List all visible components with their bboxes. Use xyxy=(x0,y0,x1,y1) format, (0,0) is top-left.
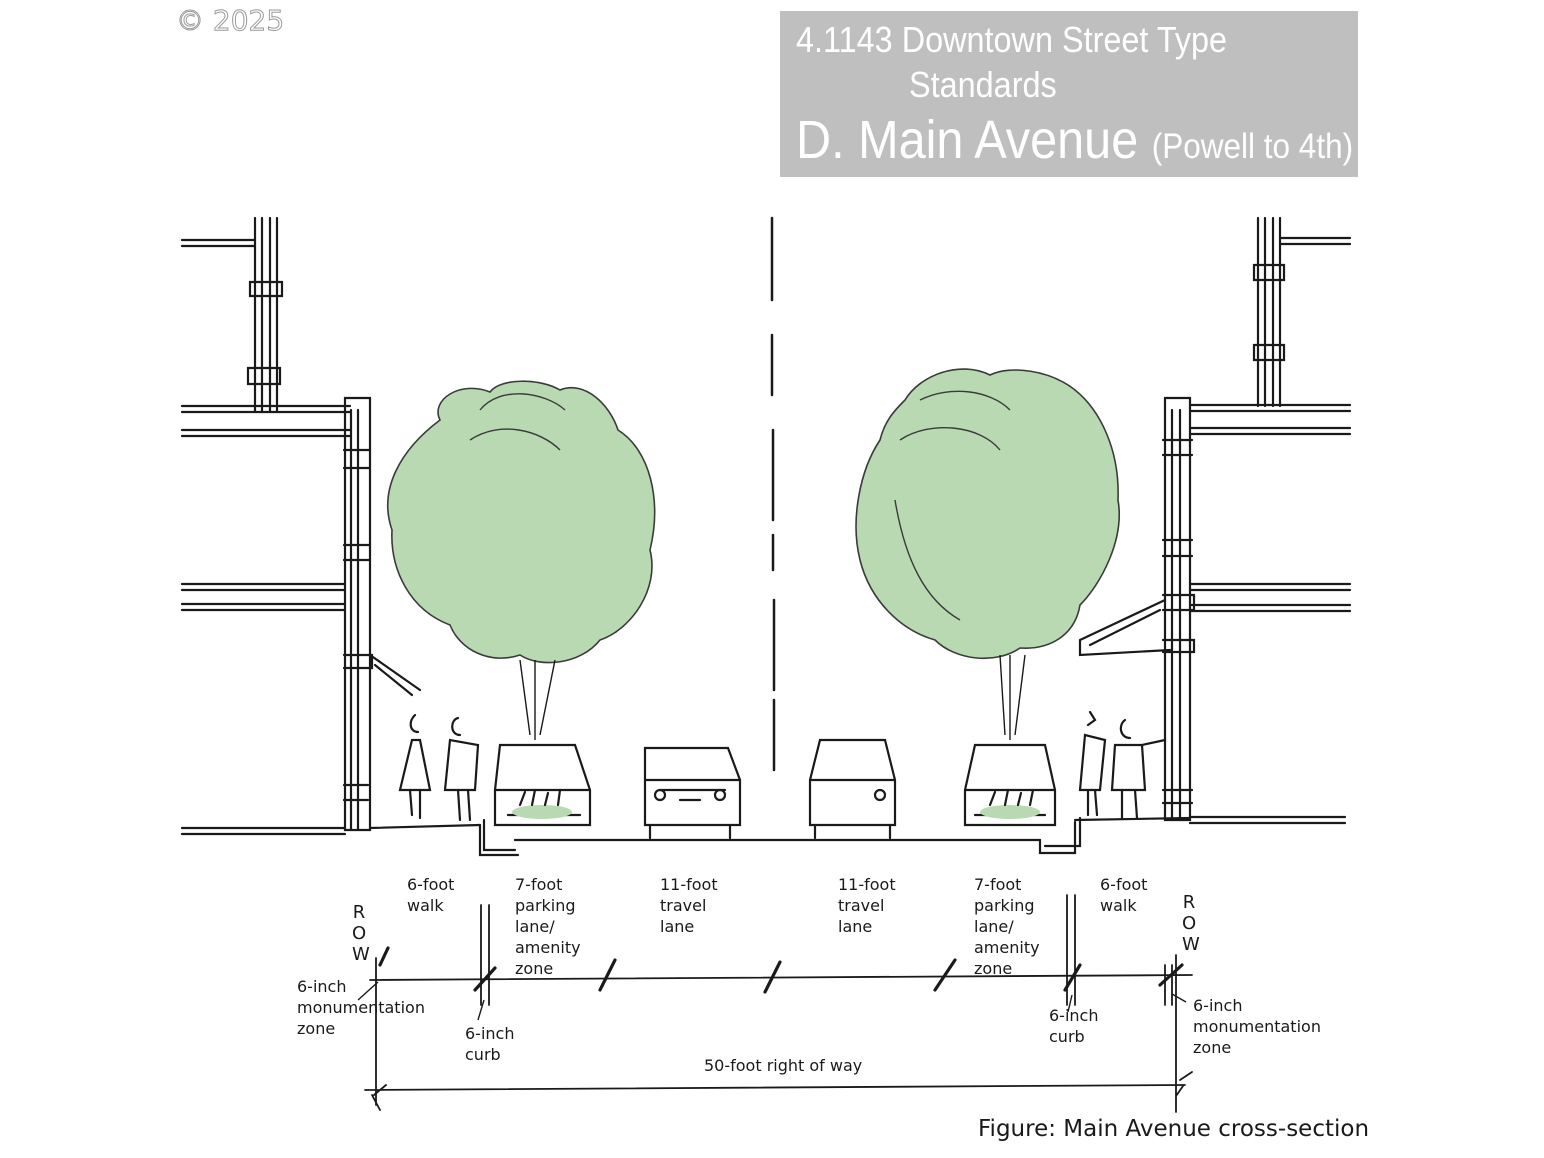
planter-right xyxy=(963,743,1057,827)
leader-lines xyxy=(357,981,1187,1021)
planter-left xyxy=(493,743,592,827)
travel-right-label: 11-foot travel lane xyxy=(838,875,896,936)
dimension-lines xyxy=(364,894,1193,1113)
travel-left-label: 11-foot travel lane xyxy=(660,875,718,936)
monumentation-right-label: 6-inch monumentation zone xyxy=(1193,996,1321,1057)
walk-right-label: 6-foot walk xyxy=(1100,875,1148,915)
car-left xyxy=(643,746,742,840)
title-sub-text: (Powell to 4th) xyxy=(1151,127,1354,166)
pedestrians-right xyxy=(1078,710,1167,820)
dimension-ticks xyxy=(378,946,1184,994)
title-line-1: 4.1143 Downtown Street Type xyxy=(796,19,1228,60)
left-buildings xyxy=(180,216,482,836)
right-buildings xyxy=(1073,216,1352,825)
ground-line xyxy=(478,816,1082,857)
title-banner: 4.1143 Downtown Street Type Standards D.… xyxy=(780,11,1358,177)
center-line xyxy=(770,216,776,772)
curb-right-label: 6-inch curb xyxy=(1049,1006,1099,1046)
right-of-way-label: 50-foot right of way xyxy=(704,1056,863,1075)
title-main: D. Main Avenue (Powell to 4th) xyxy=(796,109,1353,171)
row-right-label: R O W xyxy=(1182,892,1200,955)
monumentation-left-label: 6-inch monumentation zone xyxy=(297,977,425,1038)
pedestrians-left xyxy=(398,713,480,822)
title-line-2: Standards xyxy=(909,64,1057,105)
copyright-text: © 2025 xyxy=(175,4,285,38)
tree-right xyxy=(855,368,1120,740)
tree-left xyxy=(387,380,656,740)
parking-left-label: 7-foot parking lane/ amenity zone xyxy=(515,875,581,978)
walk-left-label: 6-foot walk xyxy=(407,875,455,915)
title-main-text: D. Main Avenue xyxy=(796,110,1139,170)
row-left-label: R O W xyxy=(352,902,370,965)
car-right xyxy=(808,738,897,840)
parking-right-label: 7-foot parking lane/ amenity zone xyxy=(974,875,1040,978)
curb-left-label: 6-inch curb xyxy=(465,1024,515,1064)
figure-caption: Figure: Main Avenue cross-section xyxy=(978,1116,1370,1142)
